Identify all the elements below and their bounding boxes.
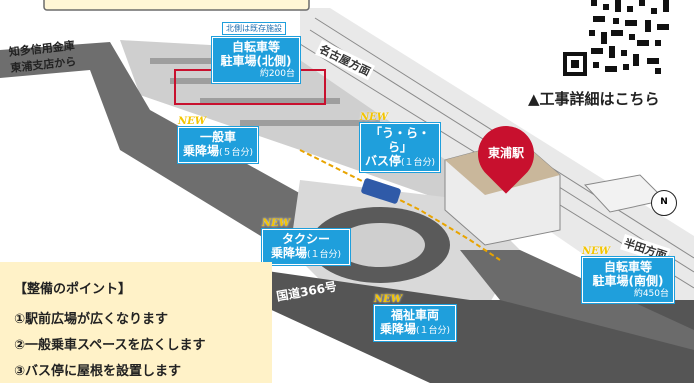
qr-code-icon[interactable]	[563, 0, 669, 78]
callout-welfare: NEW 福祉車両 乗降場(１台分)	[374, 294, 456, 341]
welfare-line1: 福祉車両	[390, 308, 439, 322]
key-point-1: ①駅前広場が広くなります	[14, 312, 169, 327]
qr-caption: ▲工事詳細はこちら	[528, 90, 660, 108]
callout-bike-south: NEW 自転車等 駐車場(南側) 約450台	[582, 246, 674, 303]
general-car-new: NEW	[178, 116, 206, 127]
key-point-3: ③バス停に屋根を設置します	[14, 364, 182, 379]
welfare-capacity: (１台分)	[415, 325, 451, 336]
compass-north-label: N	[660, 197, 668, 207]
general-car-line2: 乗降場	[182, 143, 219, 158]
bike-south-capacity: 約450台	[633, 288, 669, 299]
compass-icon: N	[651, 190, 677, 216]
station-name: 東浦駅	[487, 146, 524, 160]
bus-stop-new: NEW	[360, 112, 388, 123]
existing-facility-note: 北側は既存施設	[222, 22, 286, 35]
callout-bike-north: 北側は既存施設 自転車等 駐車場(北側) 約200台	[212, 16, 322, 83]
bike-north-capacity: 約200台	[259, 68, 295, 79]
bike-south-line1: 自転車等	[603, 260, 652, 274]
taxi-capacity: (１台分)	[306, 249, 342, 260]
callout-general-car: NEW 一般車 乗降場(５台分)	[178, 116, 258, 163]
taxi-line2: 乗降場	[270, 245, 307, 260]
station-marker: 東浦駅	[466, 114, 546, 194]
key-points-title: 【整備のポイント】	[14, 282, 132, 297]
callout-taxi: NEW タクシー 乗降場(１台分)	[262, 218, 350, 265]
bike-south-new: NEW	[582, 246, 610, 257]
bike-north-line1: 自転車等	[231, 40, 280, 54]
bike-north-line2: 駐車場(北側)	[220, 53, 292, 68]
bus-stop-capacity: (１台分)	[400, 157, 436, 168]
general-car-line1: 一般車	[199, 130, 236, 144]
bus-stop-line1: 「う・ら・ら」	[369, 126, 430, 154]
bus-stop-line2: バス停	[364, 153, 401, 168]
general-car-capacity: (５台分)	[218, 147, 254, 158]
taxi-line1: タクシー	[281, 232, 330, 246]
key-point-2: ②一般乗車スペースを広くします	[14, 338, 206, 353]
welfare-line2: 乗降場	[379, 321, 416, 336]
bike-south-line2: 駐車場(南側)	[592, 273, 664, 288]
callout-bus-stop: NEW 「う・ら・ら」 バス停(１台分)	[360, 112, 440, 173]
welfare-new: NEW	[374, 294, 402, 305]
taxi-new: NEW	[262, 218, 290, 229]
key-points-box: 【整備のポイント】 ①駅前広場が広くなります ②一般乗車スペースを広くします ③…	[0, 262, 272, 383]
